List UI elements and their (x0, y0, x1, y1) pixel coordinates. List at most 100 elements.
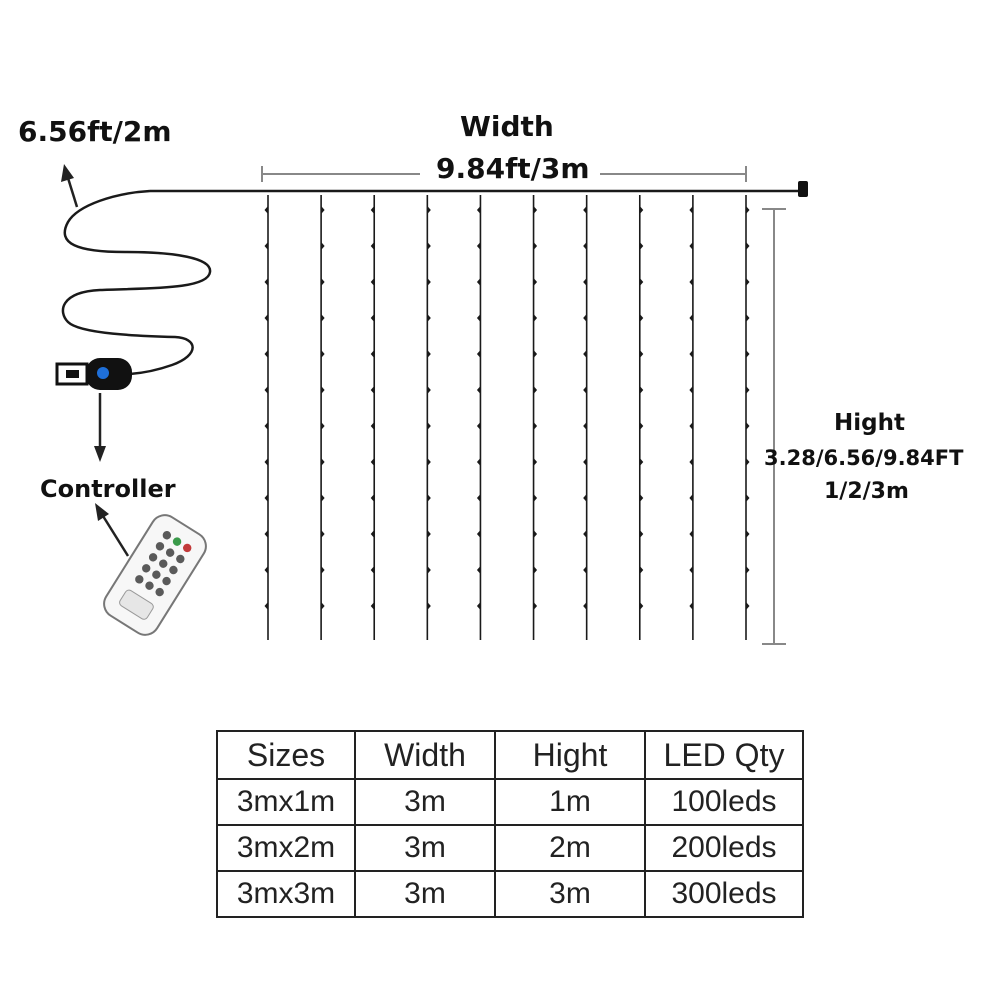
led-bead (583, 386, 587, 394)
led-bead (583, 422, 587, 430)
led-bead (583, 494, 587, 502)
header-sizes: Sizes (216, 730, 356, 780)
led-bead (689, 386, 693, 394)
table-header-row: Sizes Width Hight LED Qty (216, 730, 804, 780)
led-bead (321, 566, 325, 574)
led-bead (746, 350, 750, 358)
remote-control-icon (103, 514, 207, 636)
led-bead (476, 458, 481, 466)
led-bead (583, 242, 587, 250)
header-hight: Hight (494, 730, 646, 780)
led-bead (370, 458, 375, 466)
width-dimension-line (261, 166, 747, 182)
led-bead (583, 530, 587, 538)
led-bead (427, 386, 431, 394)
led-bead (321, 350, 325, 358)
led-bead (583, 206, 587, 214)
led-bead (264, 530, 268, 538)
table-row: 3mx2m 3m 2m 200leds (216, 824, 804, 872)
led-bead (746, 566, 750, 574)
cable-arrow (61, 164, 79, 208)
led-bead (264, 206, 268, 214)
cell-width: 3m (354, 824, 496, 872)
led-bead (583, 350, 587, 358)
led-bead (321, 422, 325, 430)
led-bead (321, 530, 325, 538)
led-bead (476, 314, 481, 322)
led-bead (533, 386, 538, 394)
led-bead (689, 206, 693, 214)
led-bead (264, 386, 268, 394)
led-bead (533, 422, 538, 430)
cell-size: 3mx1m (216, 778, 356, 826)
led-bead (533, 350, 538, 358)
led-bead (264, 458, 268, 466)
led-bead (370, 350, 375, 358)
cell-led-qty: 200leds (644, 824, 804, 872)
led-bead (639, 350, 644, 358)
led-bead (264, 602, 268, 610)
led-bead (583, 314, 587, 322)
led-bead (370, 242, 375, 250)
led-bead (583, 278, 587, 286)
header-width: Width (354, 730, 496, 780)
height-dimension-line (762, 208, 786, 645)
led-bead (639, 494, 644, 502)
led-bead (689, 530, 693, 538)
led-bead (321, 278, 325, 286)
led-bead (427, 278, 431, 286)
led-bead (370, 422, 375, 430)
led-bead (370, 530, 375, 538)
led-bead (533, 602, 538, 610)
led-bead (639, 206, 644, 214)
led-bead (689, 566, 693, 574)
led-strands (264, 195, 750, 640)
table-row: 3mx3m 3m 3m 300leds (216, 870, 804, 918)
led-bead (264, 422, 268, 430)
led-bead (746, 494, 750, 502)
led-bead (689, 422, 693, 430)
led-bead (476, 566, 481, 574)
led-bead (533, 566, 538, 574)
led-bead (583, 602, 587, 610)
led-bead (639, 422, 644, 430)
led-bead (264, 566, 268, 574)
cell-width: 3m (354, 870, 496, 918)
led-bead (689, 242, 693, 250)
led-bead (476, 350, 481, 358)
led-bead (370, 602, 375, 610)
led-bead (533, 458, 538, 466)
led-bead (639, 530, 644, 538)
led-bead (427, 242, 431, 250)
controller-arrow (94, 393, 106, 462)
led-bead (427, 494, 431, 502)
height-ft-value: 3.28/6.56/9.84FT (764, 446, 964, 470)
led-bead (583, 458, 587, 466)
led-bead (427, 314, 431, 322)
cell-hight: 2m (494, 824, 646, 872)
led-bead (264, 350, 268, 358)
led-bead (427, 566, 431, 574)
coiled-cable (61, 189, 212, 376)
size-spec-table: Sizes Width Hight LED Qty 3mx1m 3m 1m 10… (216, 730, 804, 918)
led-bead (264, 314, 268, 322)
led-bead (533, 314, 538, 322)
led-bead (746, 386, 750, 394)
led-bead (370, 386, 375, 394)
led-bead (427, 350, 431, 358)
led-bead (321, 458, 325, 466)
cell-hight: 1m (494, 778, 646, 826)
led-bead (689, 602, 693, 610)
remote-arrow (95, 503, 130, 557)
led-bead (583, 566, 587, 574)
end-cap (798, 181, 808, 197)
led-bead (427, 602, 431, 610)
table-row: 3mx1m 3m 1m 100leds (216, 778, 804, 826)
led-bead (639, 242, 644, 250)
led-bead (746, 206, 750, 214)
cell-led-qty: 300leds (644, 870, 804, 918)
led-bead (689, 458, 693, 466)
led-bead (476, 206, 481, 214)
led-bead (533, 278, 538, 286)
led-bead (476, 386, 481, 394)
